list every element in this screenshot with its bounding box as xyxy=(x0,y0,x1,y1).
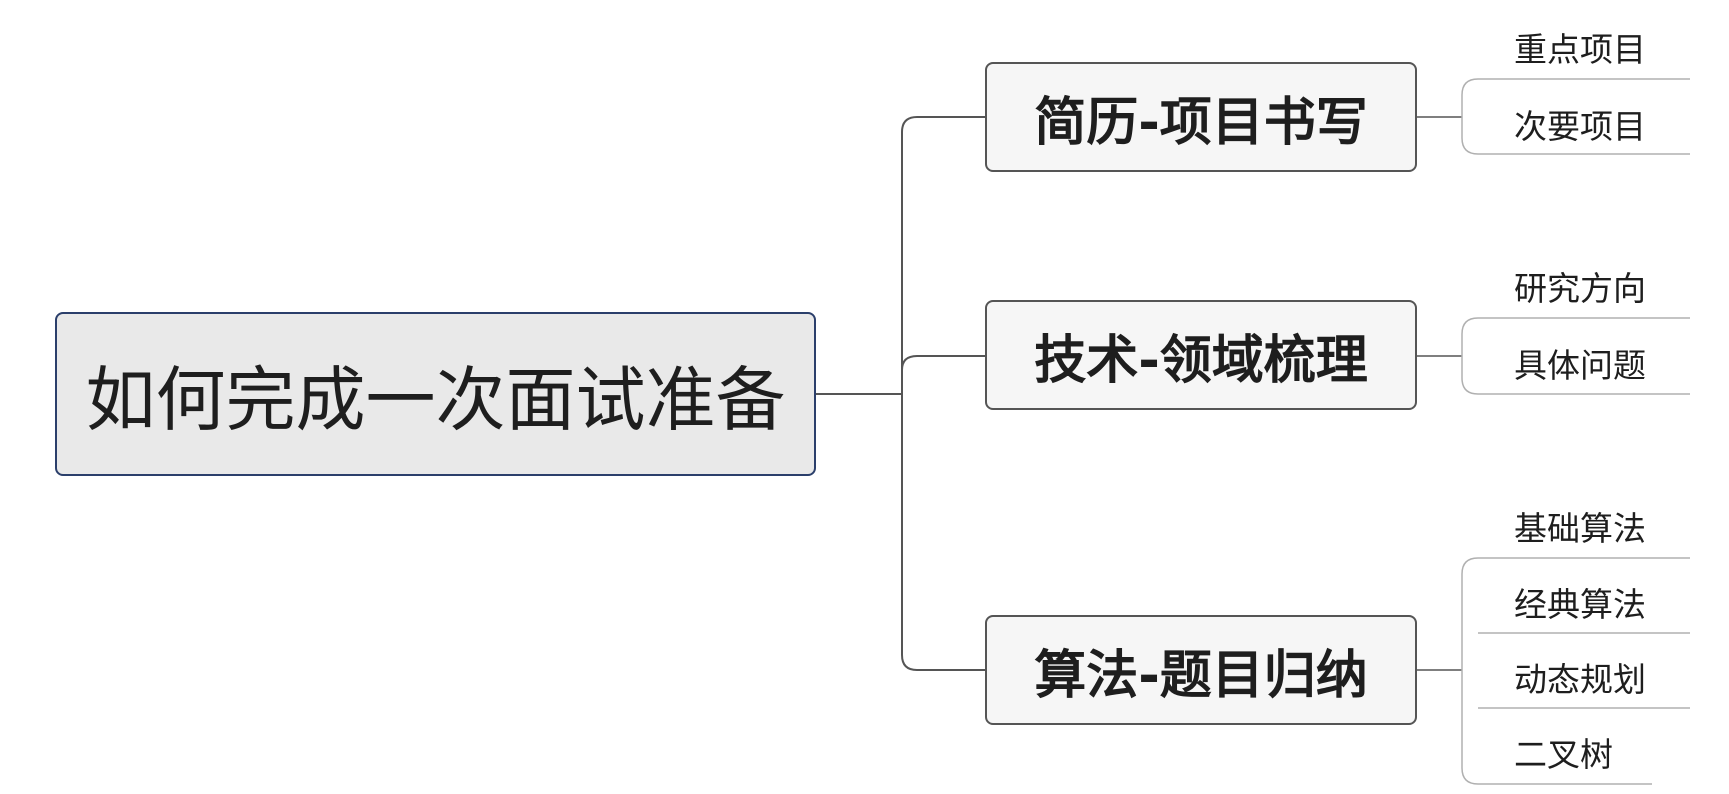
branch-topic-label: 简历-项目书写 xyxy=(1034,92,1368,153)
leaf-topic[interactable]: 重点项目 xyxy=(1514,30,1646,69)
branch-topic-label: 技术-领域梳理 xyxy=(1034,330,1368,391)
leaf-topic[interactable]: 次要项目 xyxy=(1514,107,1646,146)
leaf-topic[interactable]: 研究方向 xyxy=(1514,269,1646,308)
branch-trunk xyxy=(901,116,985,671)
branch-topic-resume[interactable]: 简历-项目书写 xyxy=(985,62,1417,172)
root-topic[interactable]: 如何完成一次面试准备 xyxy=(55,312,816,476)
leaf-bracket xyxy=(1461,317,1479,395)
branch-connector xyxy=(901,355,985,371)
leaf-topic[interactable]: 基础算法 xyxy=(1514,509,1646,548)
branch-topic-label: 算法-题目归纳 xyxy=(1034,645,1368,706)
branch-topic-algorithm[interactable]: 算法-题目归纳 xyxy=(985,615,1417,725)
leaf-topic[interactable]: 动态规划 xyxy=(1514,660,1646,699)
leaf-topic[interactable]: 具体问题 xyxy=(1514,346,1646,385)
leaf-bracket xyxy=(1461,78,1479,155)
leaf-topic[interactable]: 经典算法 xyxy=(1514,585,1646,624)
leaf-topic[interactable]: 二叉树 xyxy=(1514,735,1613,774)
branch-topic-tech[interactable]: 技术-领域梳理 xyxy=(985,300,1417,410)
root-topic-label: 如何完成一次面试准备 xyxy=(85,358,786,441)
leaf-bracket xyxy=(1461,557,1479,785)
